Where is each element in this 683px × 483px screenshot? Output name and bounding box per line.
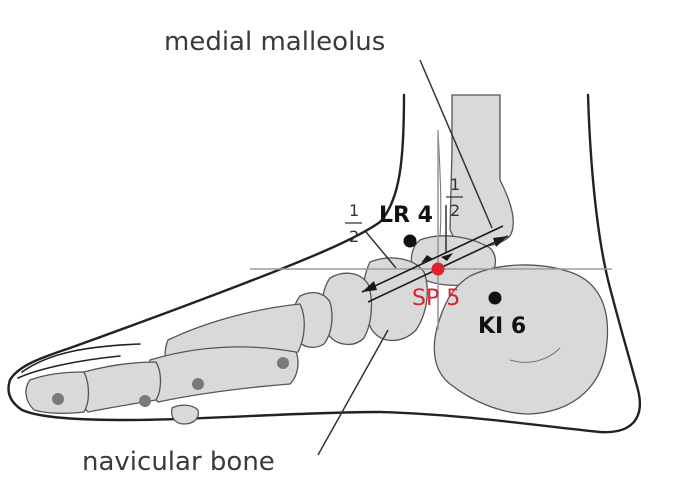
navicular-bone-leader [317, 329, 389, 456]
point-sp5-dot [431, 262, 445, 276]
joint-dot [277, 357, 289, 369]
fraction-top-denominator: 2 [450, 201, 460, 220]
fraction-left-numerator: 1 [349, 201, 359, 220]
medial-malleolus-label: medial malleolus [164, 27, 385, 57]
toe-outline-2 [21, 343, 141, 373]
toe-outline-1 [17, 355, 121, 379]
arrowhead-mid-left [421, 255, 433, 263]
fraction-left-denominator: 2 [349, 227, 359, 246]
foot-outline [7, 93, 642, 434]
calcaneus-bone [433, 264, 609, 415]
point-ki6-label: KI 6 [478, 314, 526, 339]
sesamoid-bone [170, 404, 200, 425]
navicular-bone-label: navicular bone [82, 447, 275, 477]
point-ki6-dot [488, 291, 502, 305]
joint-dot [52, 393, 64, 405]
arrowhead-left [362, 281, 377, 292]
tibia-bone [449, 94, 514, 247]
point-lr4-label: LR 4 [379, 203, 433, 228]
arrowhead-mid-right [441, 253, 453, 261]
fraction-top-numerator: 1 [450, 175, 460, 194]
point-lr4-dot [403, 234, 417, 248]
calcaneus-inner-line [509, 347, 561, 363]
medial-malleolus-leader [419, 59, 493, 229]
distal-phalanx-bone [25, 371, 90, 414]
half-left-leader [365, 231, 397, 269]
metatarsal-bone-2 [147, 346, 299, 403]
joint-dot [139, 395, 151, 407]
joint-dot [192, 378, 204, 390]
arrowhead-right [493, 236, 508, 247]
point-sp5-label: SP 5 [412, 286, 460, 311]
